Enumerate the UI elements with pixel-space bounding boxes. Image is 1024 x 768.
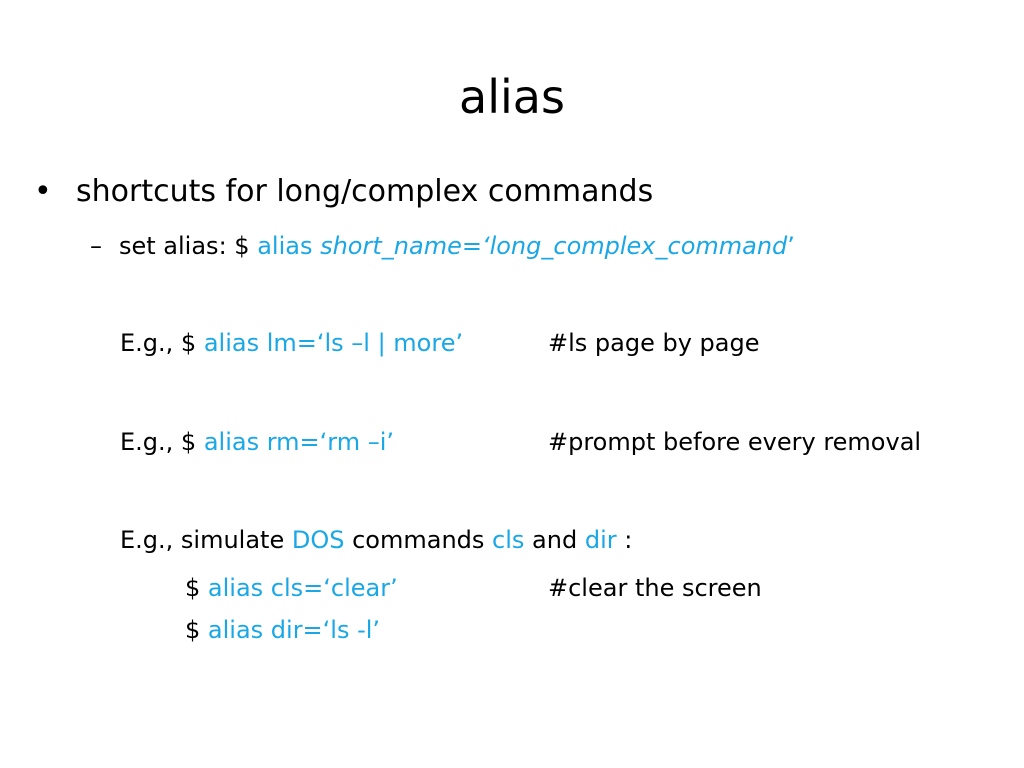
- example-prefix: E.g., $: [120, 428, 204, 456]
- dir-keyword: dir: [584, 526, 617, 554]
- code-command: alias cls=‘clear’: [207, 574, 398, 602]
- dos-text-4: :: [616, 526, 633, 554]
- dos-text-2: commands: [344, 526, 493, 554]
- sub-bullet-prefix: set alias: $: [119, 232, 258, 260]
- example-rm-comment: #prompt before every removal: [548, 428, 922, 456]
- sub-bullet-space: [312, 232, 320, 260]
- code-line-dir: $ alias dir=‘ls -l’: [185, 612, 380, 648]
- slide-title: alias: [459, 70, 565, 124]
- dos-text-1: E.g., simulate: [120, 526, 292, 554]
- example-command: alias lm=‘ls –l | more’: [203, 329, 464, 357]
- code-command: alias dir=‘ls -l’: [207, 616, 381, 644]
- example-command: alias rm=‘rm –i’: [203, 428, 395, 456]
- sub-bullet-command: alias: [257, 232, 313, 260]
- code-line-cls: $ alias cls=‘clear’: [185, 570, 398, 606]
- example-rm: E.g., $ alias rm=‘rm –i’: [120, 424, 394, 460]
- example-lm-comment: #ls page by page: [548, 329, 760, 357]
- code-prefix: $: [185, 616, 208, 644]
- example-dos: E.g., simulate DOS commands cls and dir …: [120, 522, 632, 558]
- sub-bullet-argument: short_name=‘long_complex_command: [320, 232, 788, 260]
- example-lm: E.g., $ alias lm=‘ls –l | more’: [120, 325, 463, 361]
- code-prefix: $: [185, 574, 208, 602]
- sub-bullet-closing-quote: ’: [787, 232, 795, 260]
- dos-keyword: DOS: [291, 526, 345, 554]
- example-prefix: E.g., $: [120, 329, 204, 357]
- bullet-dot-icon: •: [34, 174, 52, 209]
- dos-text-3: and: [524, 526, 585, 554]
- sub-bullet-item: –set alias: $ alias short_name=‘long_com…: [90, 228, 795, 264]
- bullet-item: • shortcuts for long/complex commands: [34, 172, 653, 212]
- bullet-text: shortcuts for long/complex commands: [76, 174, 654, 209]
- dash-icon: –: [90, 232, 102, 260]
- cls-keyword: cls: [492, 526, 525, 554]
- code-line-cls-comment: #clear the screen: [548, 574, 762, 602]
